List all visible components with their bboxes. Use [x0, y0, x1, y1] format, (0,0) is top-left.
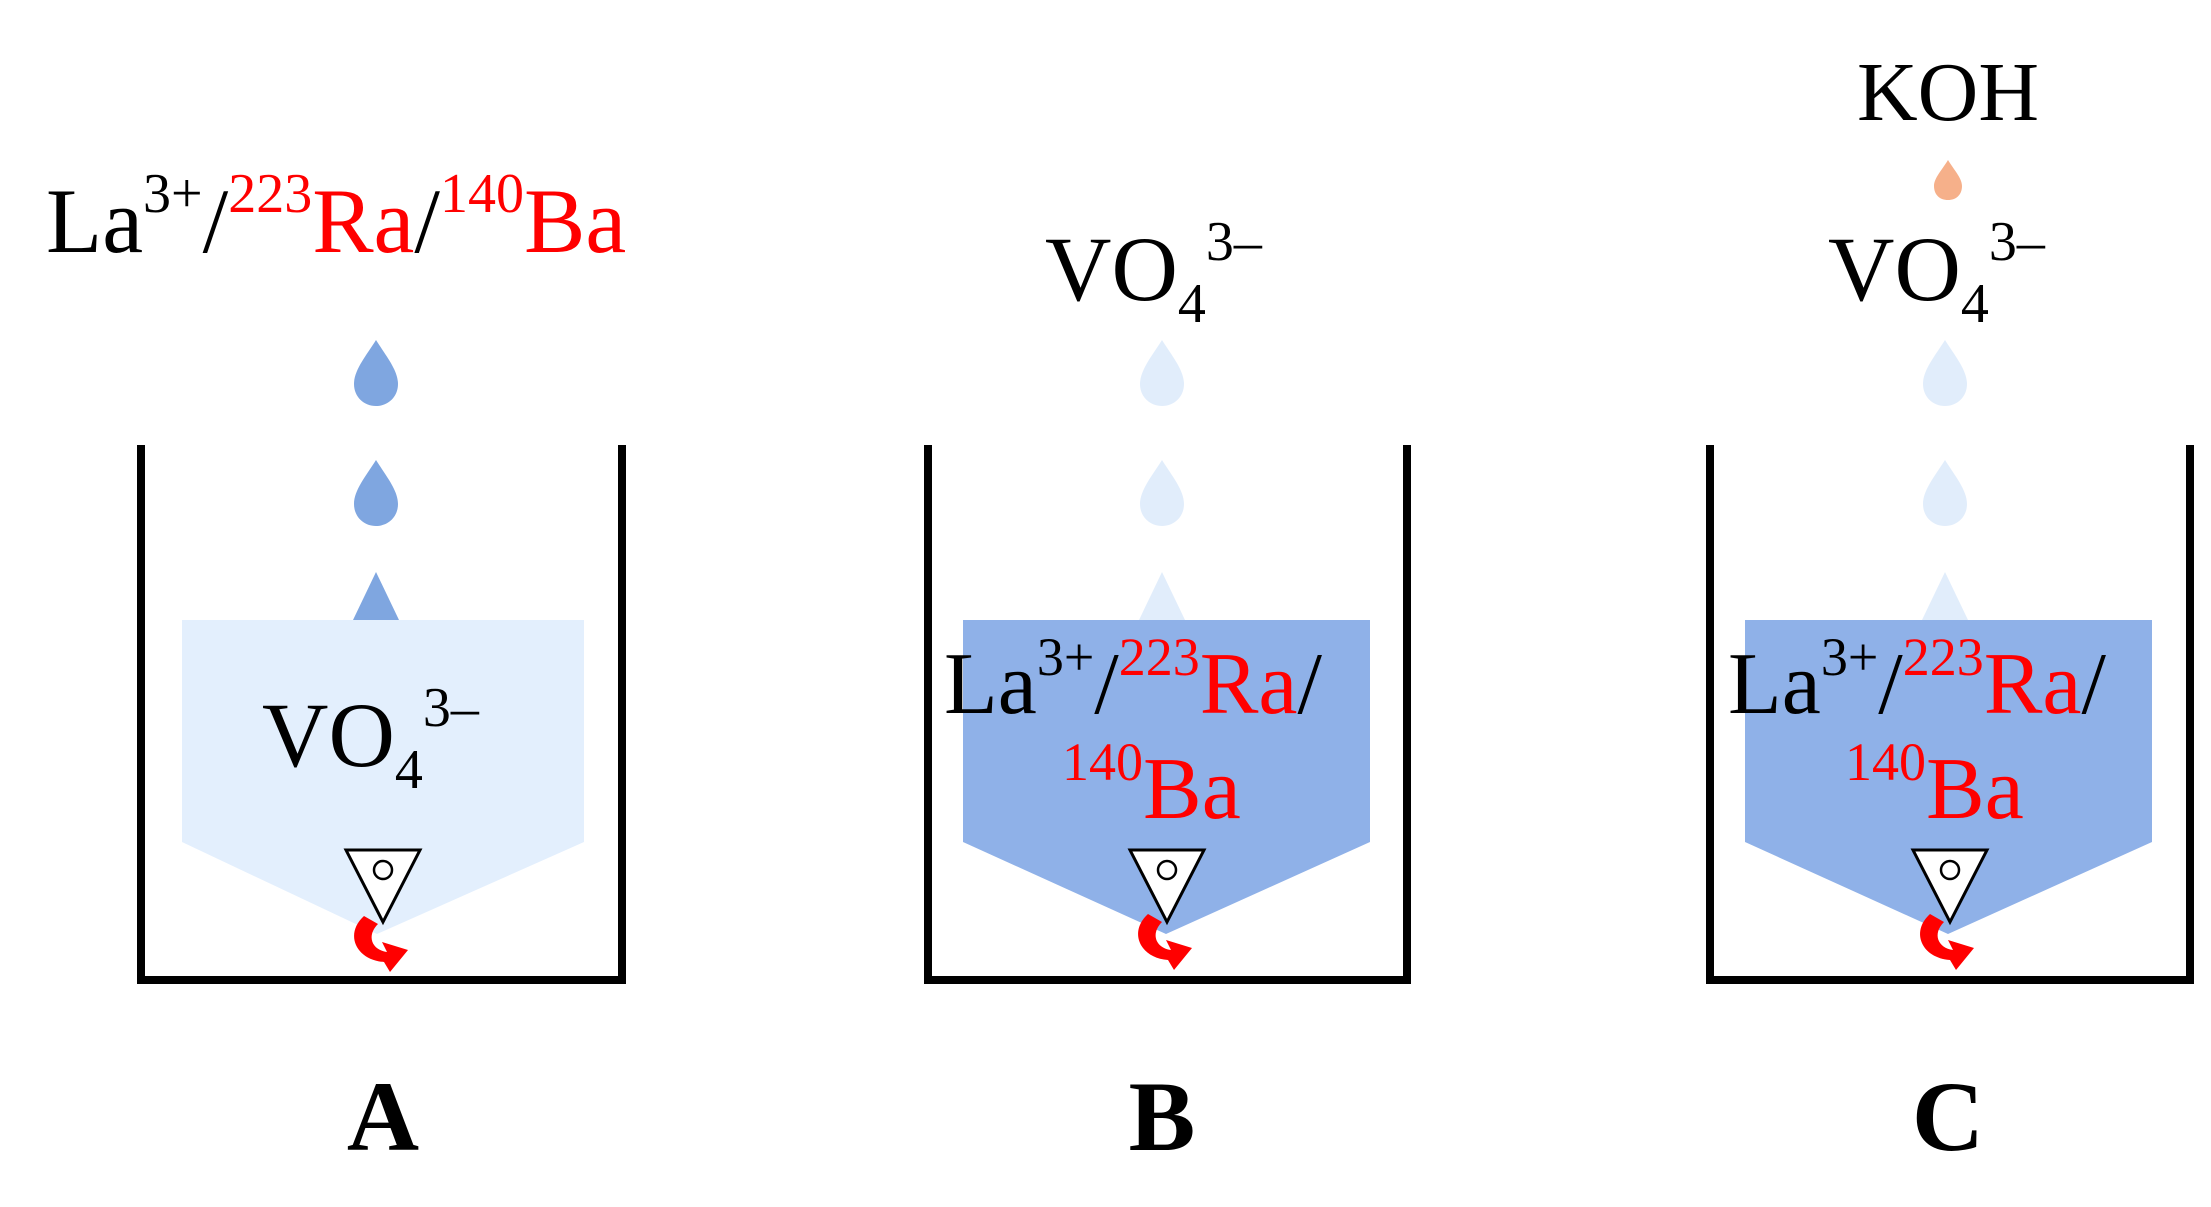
panel-c-letter: C — [1912, 1061, 1984, 1172]
panel-b-drop-2 — [1140, 460, 1184, 526]
la-symbol: La — [46, 170, 143, 272]
panel-c-top-label: VO43– — [1828, 211, 2046, 335]
panel-c-drop-1 — [1923, 340, 1967, 406]
panel-a-stir-bar-dot — [372, 859, 394, 881]
panel-b-stir-bar-dot — [1156, 859, 1178, 881]
panel-a-stir-bar — [343, 848, 423, 926]
panel-b-beaker — [924, 445, 1411, 984]
panel-b: VO43– La3+/223Ra/ 140Ba B — [924, 211, 1411, 1172]
panel-c-reagent-label: KOH — [1857, 46, 2039, 139]
panel-c-stir-bar — [1910, 848, 1990, 926]
panel-c-drop-2 — [1923, 460, 1967, 526]
panel-b-liquid-label-line1: La3+/223Ra/ — [944, 627, 1323, 733]
panel-b-liquid-label-line2: 140Ba — [1062, 732, 1241, 838]
panel-b-top-label: VO43– — [1045, 211, 1263, 335]
panel-c-liquid-label-line2: 140Ba — [1845, 732, 2024, 838]
panel-b-drop-1 — [1140, 340, 1184, 406]
panel-a-liquid-label: VO43– — [262, 677, 480, 801]
panel-c: KOH VO43– La3+/223Ra/ 140Ba C — [1706, 46, 2194, 1172]
panel-a: La3+/223Ra/140Ba VO43– A — [46, 163, 626, 1172]
panel-b-stir-bar — [1127, 848, 1207, 926]
panel-b-letter: B — [1129, 1061, 1196, 1172]
panel-a-beaker — [137, 445, 626, 984]
panel-c-liquid — [1745, 620, 2152, 934]
panel-a-top-label: La3+/223Ra/140Ba — [46, 163, 626, 272]
panel-c-koh-drop-icon — [1934, 160, 1962, 200]
panel-b-liquid — [963, 620, 1370, 934]
panel-c-stir-bar-dot — [1939, 859, 1961, 881]
panel-a-drop-1 — [354, 340, 398, 406]
panel-b-drop-entering — [1139, 572, 1185, 620]
panel-a-drop-entering — [353, 572, 399, 620]
panel-c-drop-entering — [1922, 572, 1968, 620]
panel-c-liquid-label-line1: La3+/223Ra/ — [1728, 627, 2107, 733]
panel-a-letter: A — [347, 1061, 419, 1172]
panel-a-liquid — [182, 620, 584, 934]
panel-a-drop-2 — [354, 460, 398, 526]
panel-c-beaker — [1706, 445, 2194, 984]
